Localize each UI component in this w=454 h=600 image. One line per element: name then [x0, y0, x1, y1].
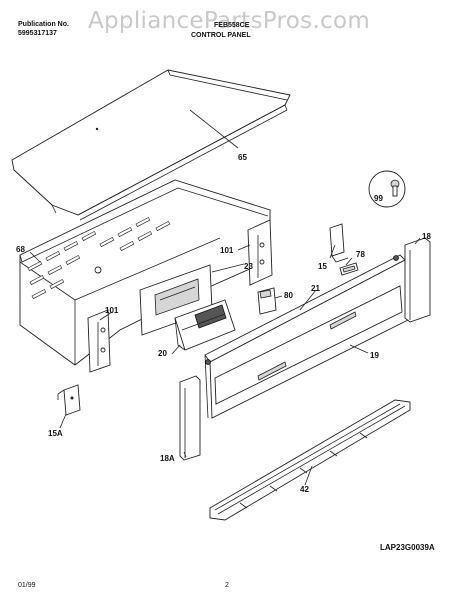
footer-date: 01/99 [18, 582, 36, 589]
vent-trim-strip [209, 399, 411, 521]
callout-19: 19 [370, 351, 379, 360]
control-panel-assembly [204, 254, 409, 419]
side-bracket-upper [247, 219, 273, 286]
callout-99: 99 [374, 194, 383, 203]
callout-65: 65 [238, 153, 247, 162]
end-cap-right [404, 237, 431, 323]
mounting-clip-upper [329, 223, 349, 263]
callout-68: 68 [16, 245, 25, 254]
rocker-switch [339, 262, 359, 276]
callout-15: 15 [318, 262, 327, 271]
control-housing [19, 179, 271, 366]
callout-101-lower: 101 [105, 306, 119, 315]
model-number: FEB558CE [214, 22, 250, 29]
watermark: AppliancePartsPros.com [88, 8, 371, 34]
callout-15a: 15A [48, 429, 63, 438]
end-cap-left [179, 375, 201, 461]
leader-lines [29, 109, 421, 486]
section-title: CONTROL PANEL [191, 32, 251, 39]
callout-18: 18 [422, 232, 431, 241]
side-bracket-lower [87, 309, 111, 373]
top-cover-panel [11, 69, 291, 221]
mounting-clip-lower [57, 384, 81, 416]
housing-vent-slots [27, 216, 171, 300]
callout-23: 23 [244, 262, 253, 271]
callout-labels: 65 99 68 101 23 15 78 18 80 21 101 20 19… [16, 153, 431, 494]
callout-18a: 18A [160, 454, 175, 463]
relay-component [257, 287, 277, 315]
callout-80: 80 [284, 291, 293, 300]
page-number: 2 [225, 582, 229, 589]
circuit-board [139, 264, 213, 336]
callout-21: 21 [311, 284, 320, 293]
screw-detail-circle [368, 170, 406, 208]
callout-20: 20 [158, 349, 167, 358]
publication-label: Publication No. [18, 21, 69, 28]
callout-101-upper: 101 [220, 246, 234, 255]
publication-number: 5995317137 [18, 30, 57, 37]
electronic-control-module [174, 299, 236, 351]
drawing-code: LAP23G0039A [380, 543, 435, 552]
callout-42: 42 [300, 485, 309, 494]
callout-78: 78 [356, 250, 365, 259]
